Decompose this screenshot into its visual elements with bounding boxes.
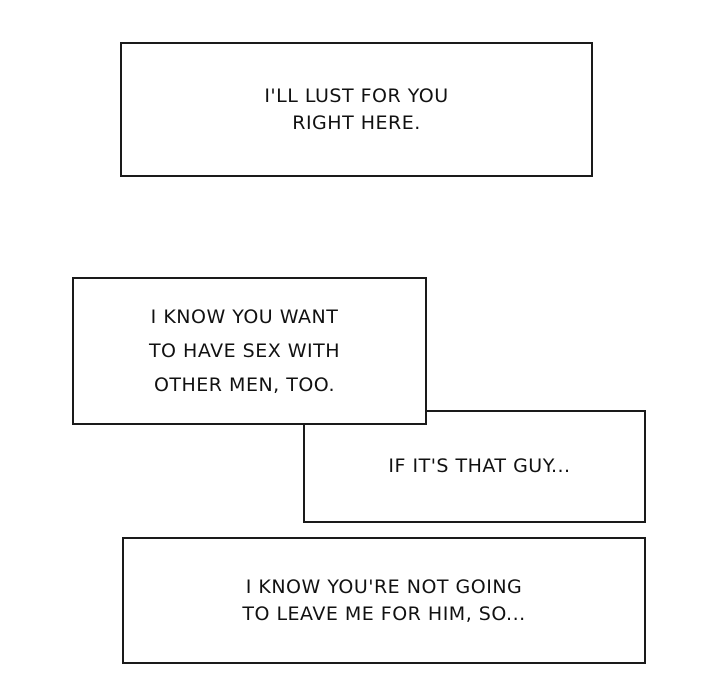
caption-box-other-men: I KNOW YOU WANT TO HAVE SEX WITH OTHER M… bbox=[72, 277, 427, 425]
caption-box-not-leaving: I KNOW YOU'RE NOT GOING TO LEAVE ME FOR … bbox=[122, 537, 646, 664]
caption-text: I'LL LUST FOR YOU RIGHT HERE. bbox=[264, 84, 449, 134]
caption-box-lust-right-here: I'LL LUST FOR YOU RIGHT HERE. bbox=[120, 42, 593, 177]
caption-text: IF IT'S THAT GUY... bbox=[388, 455, 571, 477]
caption-text: I KNOW YOU WANT TO HAVE SEX WITH OTHER M… bbox=[148, 306, 341, 396]
caption-text: I KNOW YOU'RE NOT GOING TO LEAVE ME FOR … bbox=[242, 575, 526, 625]
caption-box-that-guy: IF IT'S THAT GUY... bbox=[303, 410, 646, 523]
